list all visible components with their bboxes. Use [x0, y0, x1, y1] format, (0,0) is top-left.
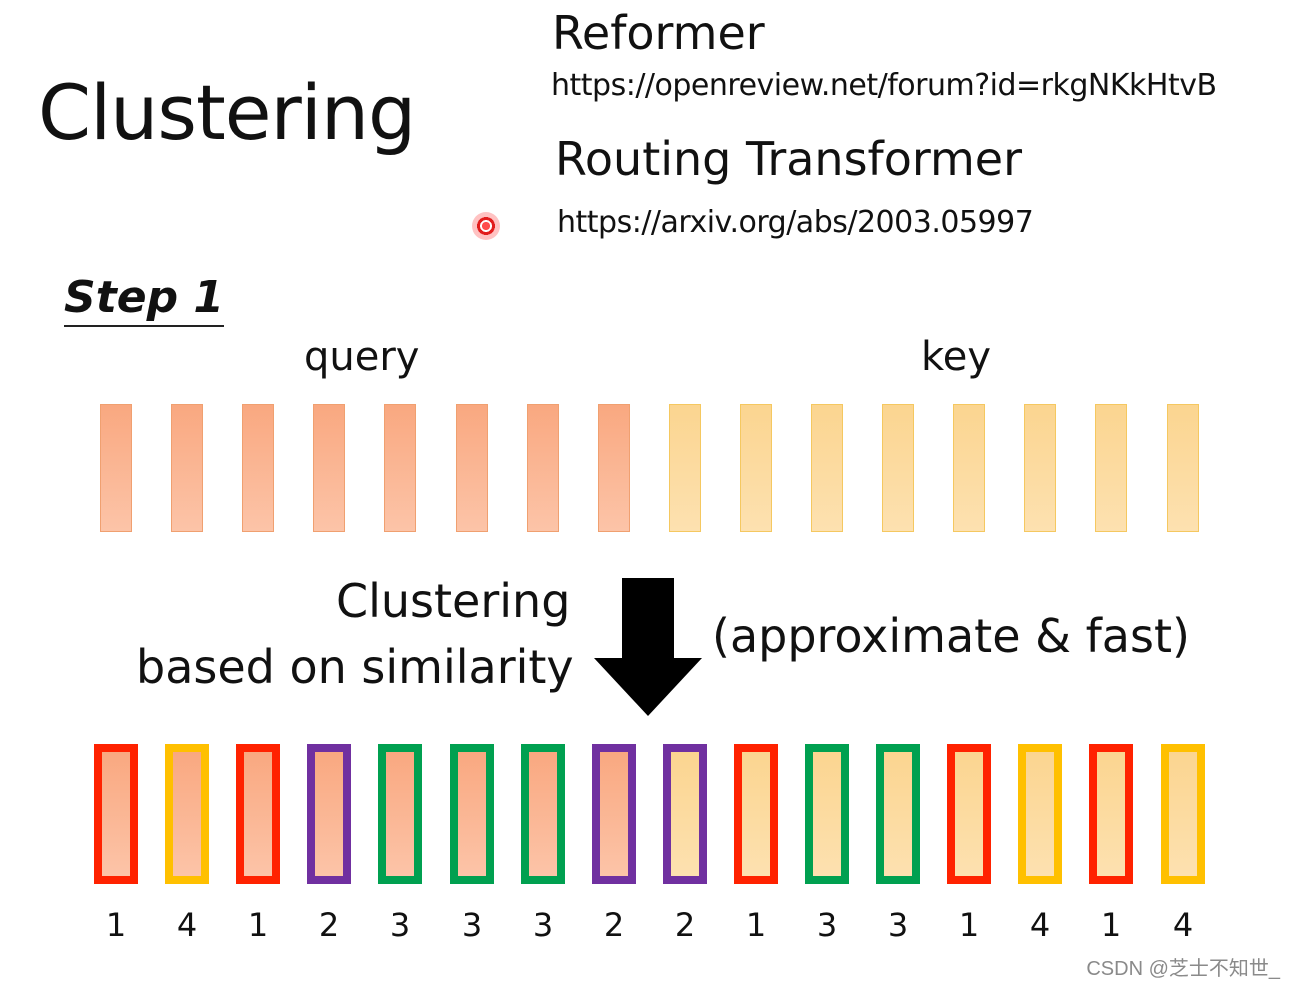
query-vector	[313, 404, 345, 532]
cluster-vector	[1161, 744, 1205, 884]
cluster-vector	[805, 744, 849, 884]
cluster-id-label: 1	[105, 906, 127, 944]
watermark: CSDN @芝士不知世_	[1086, 958, 1280, 980]
similarity-label: based on similarity	[136, 640, 574, 694]
key-vector	[1024, 404, 1056, 532]
reference-title-reformer: Reformer	[552, 6, 765, 60]
page-title: Clustering	[38, 68, 416, 157]
query-label: query	[304, 334, 420, 380]
laser-pointer-icon	[472, 212, 500, 240]
query-vector	[384, 404, 416, 532]
cluster-id-label: 1	[247, 906, 269, 944]
cluster-id-label: 1	[745, 906, 767, 944]
query-vector	[598, 404, 630, 532]
cluster-id-label: 3	[532, 906, 554, 944]
cluster-vector	[592, 744, 636, 884]
query-vector	[527, 404, 559, 532]
cluster-vector	[947, 744, 991, 884]
cluster-vector	[1018, 744, 1062, 884]
reference-title-routing-transformer: Routing Transformer	[555, 132, 1023, 186]
key-vector	[882, 404, 914, 532]
key-label: key	[921, 334, 992, 380]
key-vector	[1095, 404, 1127, 532]
cluster-vector	[1089, 744, 1133, 884]
cluster-id-label: 2	[603, 906, 625, 944]
down-arrow-icon	[594, 578, 702, 716]
cluster-id-label: 1	[1100, 906, 1122, 944]
query-vector	[456, 404, 488, 532]
step-label: Step 1	[64, 272, 224, 327]
cluster-vector	[734, 744, 778, 884]
key-vector	[953, 404, 985, 532]
cluster-id-label: 4	[1029, 906, 1051, 944]
cluster-vector	[165, 744, 209, 884]
key-vector	[1167, 404, 1199, 532]
cluster-vector	[521, 744, 565, 884]
cluster-vector	[663, 744, 707, 884]
approx-label: (approximate & fast)	[712, 609, 1190, 663]
key-vector	[811, 404, 843, 532]
cluster-id-label: 3	[887, 906, 909, 944]
cluster-id-label: 4	[1172, 906, 1194, 944]
reference-url-routing-transformer[interactable]: https://arxiv.org/abs/2003.05997	[557, 205, 1034, 240]
reference-url-reformer[interactable]: https://openreview.net/forum?id=rkgNKkHt…	[551, 68, 1217, 103]
key-vector	[740, 404, 772, 532]
query-vector	[100, 404, 132, 532]
cluster-vector	[378, 744, 422, 884]
clustering-label: Clustering	[336, 574, 571, 628]
query-vector	[242, 404, 274, 532]
cluster-id-label: 3	[816, 906, 838, 944]
cluster-id-label: 3	[389, 906, 411, 944]
cluster-vector	[876, 744, 920, 884]
cluster-vector	[307, 744, 351, 884]
cluster-id-label: 2	[318, 906, 340, 944]
cluster-vector	[94, 744, 138, 884]
cluster-id-label: 4	[176, 906, 198, 944]
query-vector	[171, 404, 203, 532]
key-vector	[669, 404, 701, 532]
cluster-id-label: 3	[461, 906, 483, 944]
cluster-vector	[236, 744, 280, 884]
cluster-vector	[450, 744, 494, 884]
cluster-id-label: 2	[674, 906, 696, 944]
cluster-id-label: 1	[958, 906, 980, 944]
